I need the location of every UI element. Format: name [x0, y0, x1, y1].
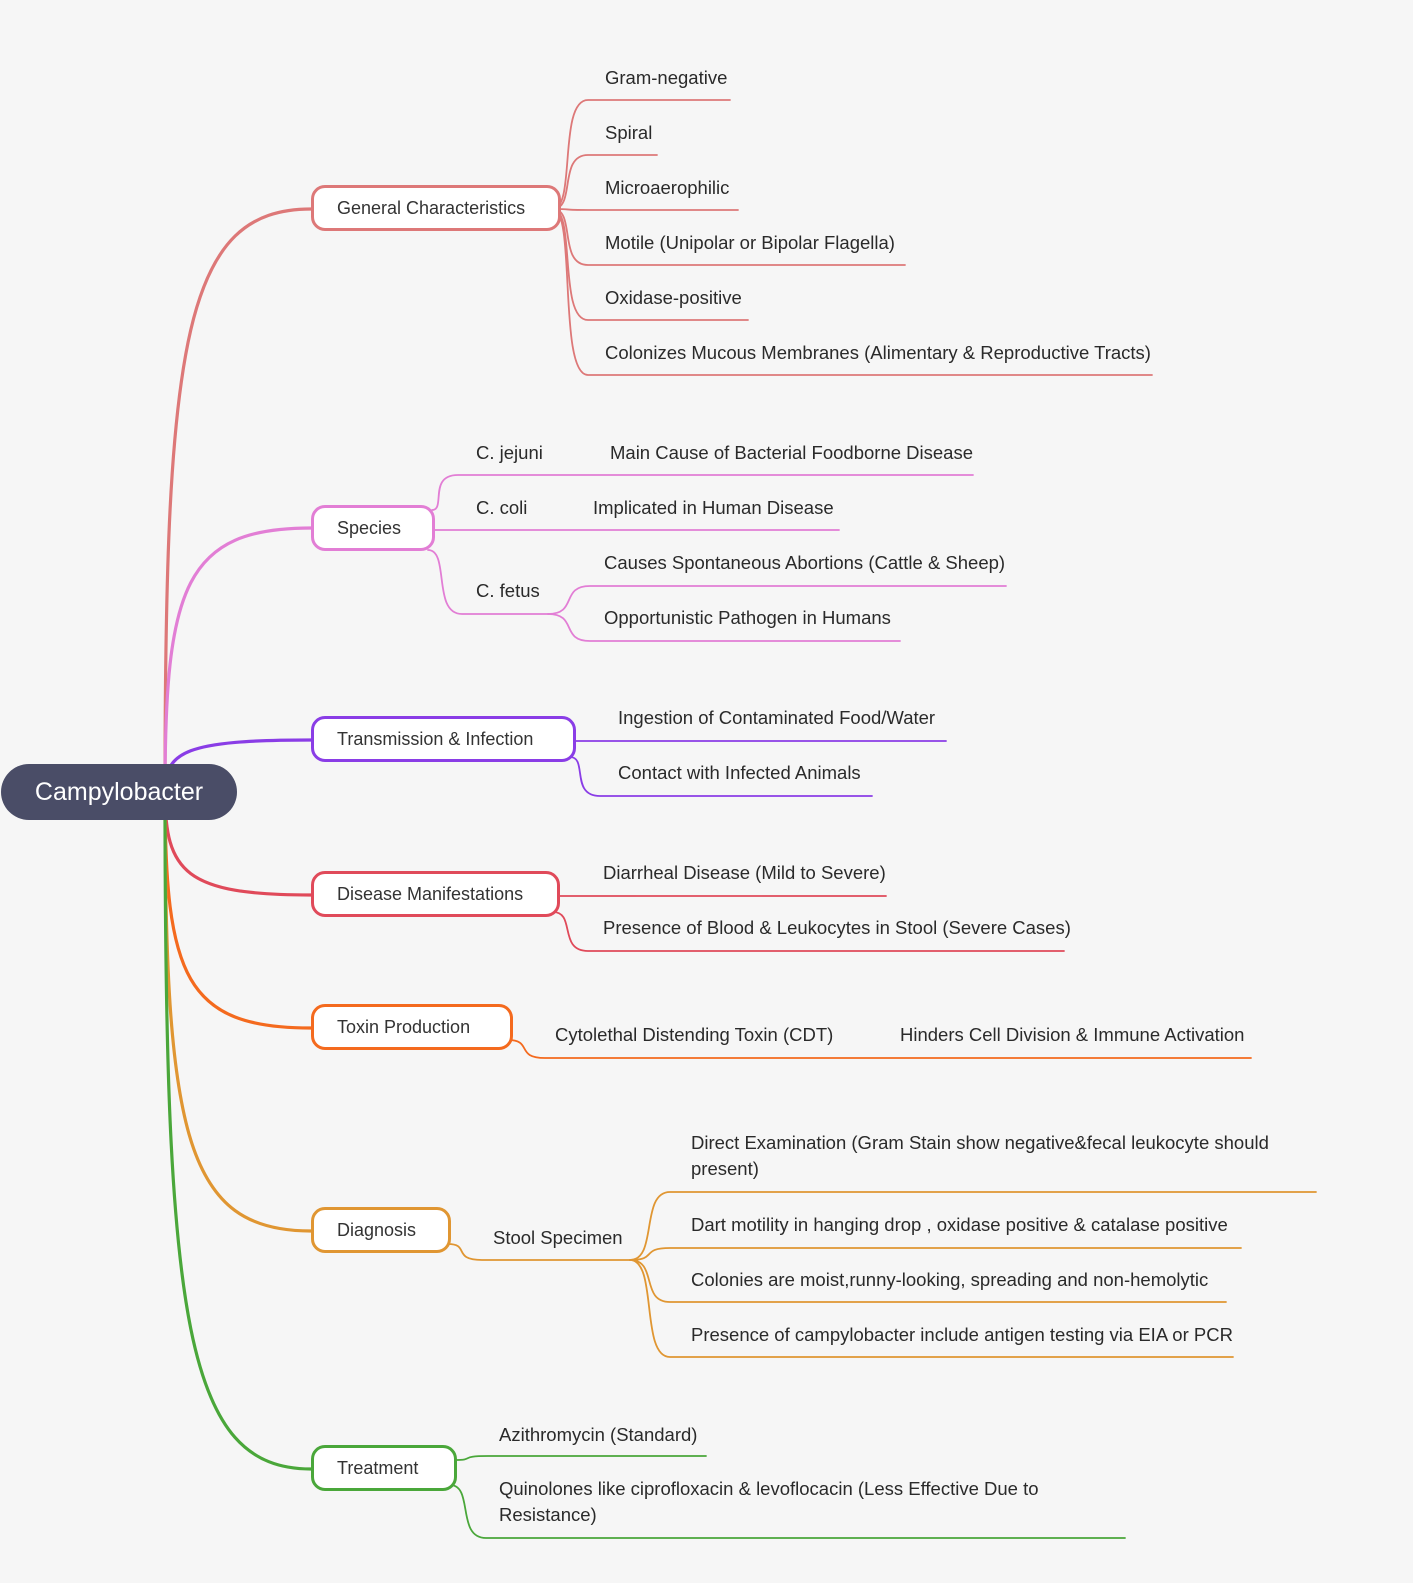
leaf-quinolones[interactable]: Quinolones like ciprofloxacin & levofloc… [499, 1478, 1039, 1525]
leaf-direct-examination[interactable]: Direct Examination (Gram Stain show nega… [691, 1132, 1269, 1179]
species-c-jejuni[interactable]: C. jejuni [476, 442, 543, 463]
leaf-azithromycin[interactable]: Azithromycin (Standard) [499, 1424, 698, 1445]
leaf-implicated-human-disease[interactable]: Implicated in Human Disease [593, 497, 834, 518]
trunk-toxin [163, 790, 313, 1030]
leaf-blood-leukocytes[interactable]: Presence of Blood & Leukocytes in Stool … [603, 917, 1071, 938]
link-stool-2 [629, 1259, 1227, 1303]
link-stool-0 [629, 1191, 1317, 1261]
leaf-spiral[interactable]: Spiral [605, 122, 653, 143]
trunk-treatment [163, 790, 313, 1471]
link-stool-1 [629, 1247, 1242, 1261]
branch-general-characteristics[interactable]: General Characteristics [311, 185, 561, 231]
link-stool-3 [629, 1259, 1234, 1358]
species-c-fetus[interactable]: C. fetus [476, 580, 540, 601]
leaf-diarrheal-disease[interactable]: Diarrheal Disease (Mild to Severe) [603, 862, 886, 883]
branch-disease-manifestations[interactable]: Disease Manifestations [311, 871, 560, 917]
root-node[interactable]: Campylobacter [1, 764, 237, 820]
link-species-fetus [427, 549, 549, 615]
leaf-colonies-moist[interactable]: Colonies are moist,runny-looking, spread… [691, 1269, 1209, 1290]
leaf-ingestion-contaminated[interactable]: Ingestion of Contaminated Food/Water [618, 707, 936, 728]
leaf-contact-infected-animals[interactable]: Contact with Infected Animals [618, 762, 861, 783]
leaf-spontaneous-abortions[interactable]: Causes Spontaneous Abortions (Cattle & S… [604, 552, 1006, 573]
leaf-opportunistic-pathogen[interactable]: Opportunistic Pathogen in Humans [604, 607, 891, 628]
leaf-antigen-testing[interactable]: Presence of campylobacter include antige… [691, 1324, 1233, 1345]
leaf-gram-negative[interactable]: Gram-negative [605, 67, 728, 88]
link-treatment-1 [449, 1484, 1126, 1539]
leaf-main-cause-foodborne[interactable]: Main Cause of Bacterial Foodborne Diseas… [610, 442, 973, 463]
branch-diagnosis[interactable]: Diagnosis [311, 1207, 451, 1253]
link-treatment-0 [454, 1455, 707, 1461]
branch-toxin-production[interactable]: Toxin Production [311, 1004, 513, 1050]
branch-species[interactable]: Species [311, 505, 435, 551]
leaf-hinders-cell-division[interactable]: Hinders Cell Division & Immune Activatio… [900, 1024, 1245, 1045]
trunk-species [163, 526, 313, 794]
leaf-microaerophilic[interactable]: Microaerophilic [605, 177, 730, 198]
link-fetus-0 [547, 585, 1007, 615]
link-disease-1 [552, 911, 1065, 952]
branch-treatment[interactable]: Treatment [311, 1445, 457, 1491]
toxin-cdt[interactable]: Cytolethal Distending Toxin (CDT) [555, 1024, 834, 1045]
link-transmission-1 [569, 756, 873, 797]
link-diagnosis-stool [447, 1243, 631, 1261]
link-toxin-0 [507, 1039, 1252, 1059]
diagnosis-stool-specimen[interactable]: Stool Specimen [493, 1227, 623, 1248]
trunk-general [163, 207, 313, 794]
leaf-motile[interactable]: Motile (Unipolar or Bipolar Flagella) [605, 232, 895, 253]
link-species-jejuni [431, 474, 974, 511]
trunk-diagnosis [163, 790, 313, 1233]
leaf-oxidase-positive[interactable]: Oxidase-positive [605, 287, 742, 308]
species-c-coli[interactable]: C. coli [476, 497, 528, 518]
branch-transmission-infection[interactable]: Transmission & Infection [311, 716, 576, 762]
link-fetus-1 [547, 613, 901, 642]
leaf-dart-motility[interactable]: Dart motility in hanging drop , oxidase … [691, 1214, 1228, 1235]
link-general-2 [552, 208, 739, 211]
leaf-colonizes-mucous-membranes[interactable]: Colonizes Mucous Membranes (Alimentary &… [605, 342, 1151, 363]
